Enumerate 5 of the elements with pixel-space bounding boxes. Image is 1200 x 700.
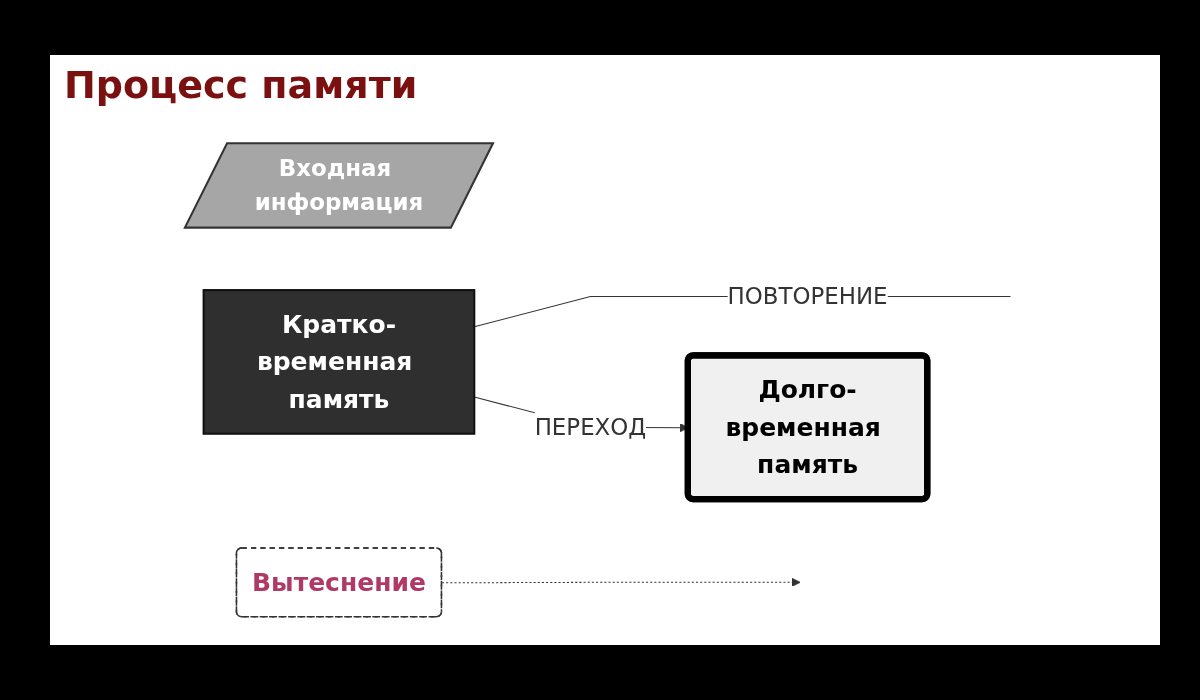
edge-label: ПЕРЕХОД: [534, 414, 647, 441]
edge-label: ПОВТОРЕНИЕ: [727, 283, 888, 310]
diagram-title: Процесс памяти: [64, 63, 418, 107]
arrow: [441, 577, 801, 587]
node-box: Кратко-временная память: [202, 289, 476, 435]
